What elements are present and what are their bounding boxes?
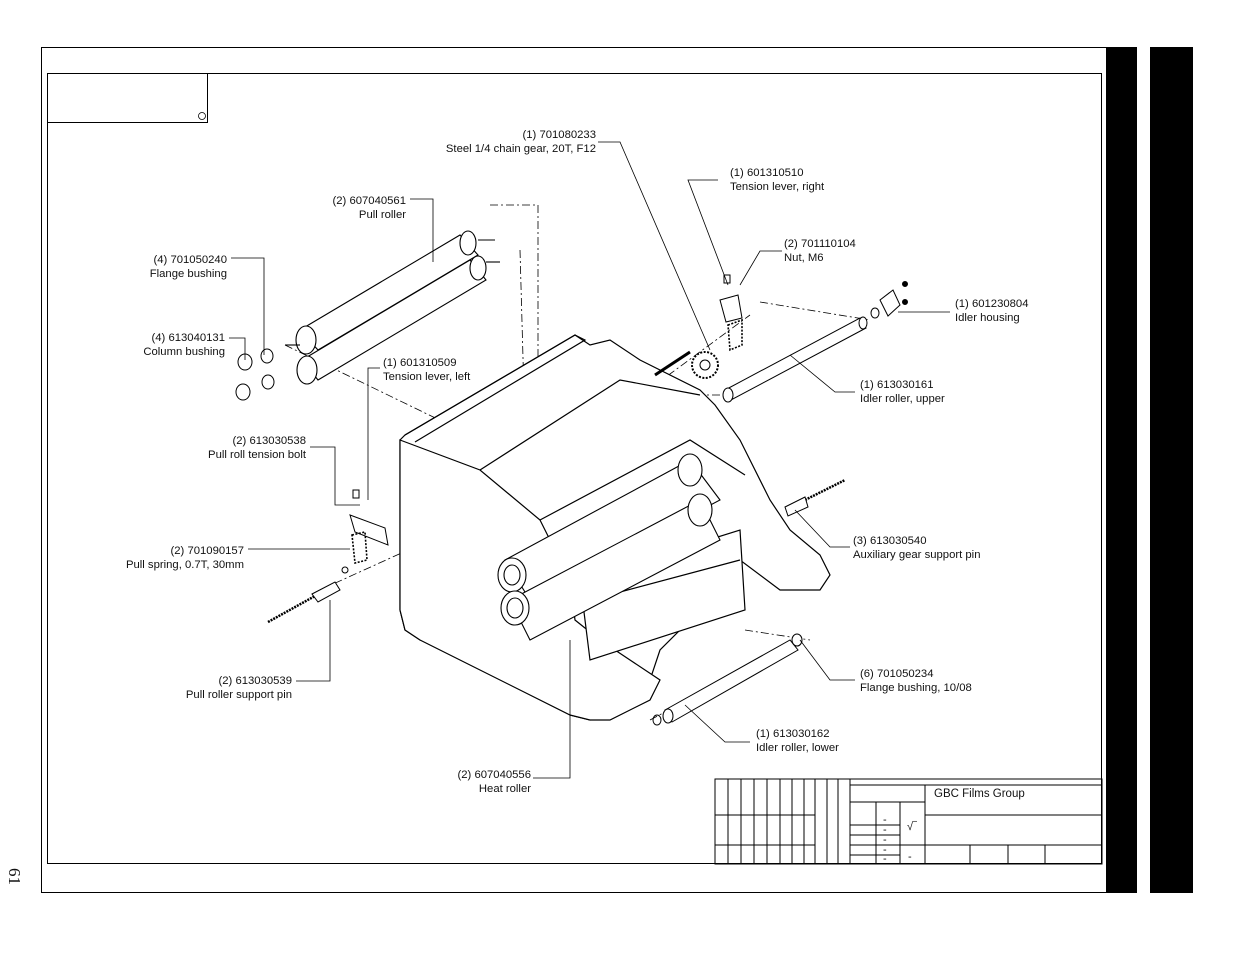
leader-lines bbox=[229, 141, 950, 779]
title-block-dash-1: - bbox=[883, 814, 887, 826]
margin-bar-inner bbox=[1107, 47, 1137, 893]
pull-rollers bbox=[285, 230, 500, 385]
heat-rollers bbox=[497, 453, 721, 641]
title-block-dash-6: - bbox=[908, 851, 912, 863]
title-block-company: GBC Films Group bbox=[934, 788, 1025, 800]
check-mark-icon: √‾ bbox=[907, 821, 917, 833]
tension-lever-right-part bbox=[719, 274, 743, 352]
idler-roller-upper-part bbox=[722, 281, 908, 403]
aux-pin-part bbox=[784, 478, 846, 517]
registered-icon bbox=[198, 112, 206, 120]
title-block-dash-4: - bbox=[883, 844, 887, 856]
idler-roller-lower-part bbox=[652, 633, 803, 726]
title-block-dash-5: - bbox=[883, 853, 887, 865]
chain-gear-part bbox=[654, 350, 719, 379]
drawing-border-inner bbox=[47, 73, 1102, 864]
logo-box bbox=[47, 73, 208, 123]
title-block-dash-3: - bbox=[883, 834, 887, 846]
bushings-left bbox=[235, 348, 275, 401]
title-block-dash-2: - bbox=[883, 824, 887, 836]
margin-bar-outer bbox=[1150, 47, 1193, 893]
title-block-grid bbox=[714, 778, 1103, 865]
tension-lever-left-part bbox=[267, 489, 389, 624]
drawing-border-outer bbox=[41, 47, 1107, 893]
